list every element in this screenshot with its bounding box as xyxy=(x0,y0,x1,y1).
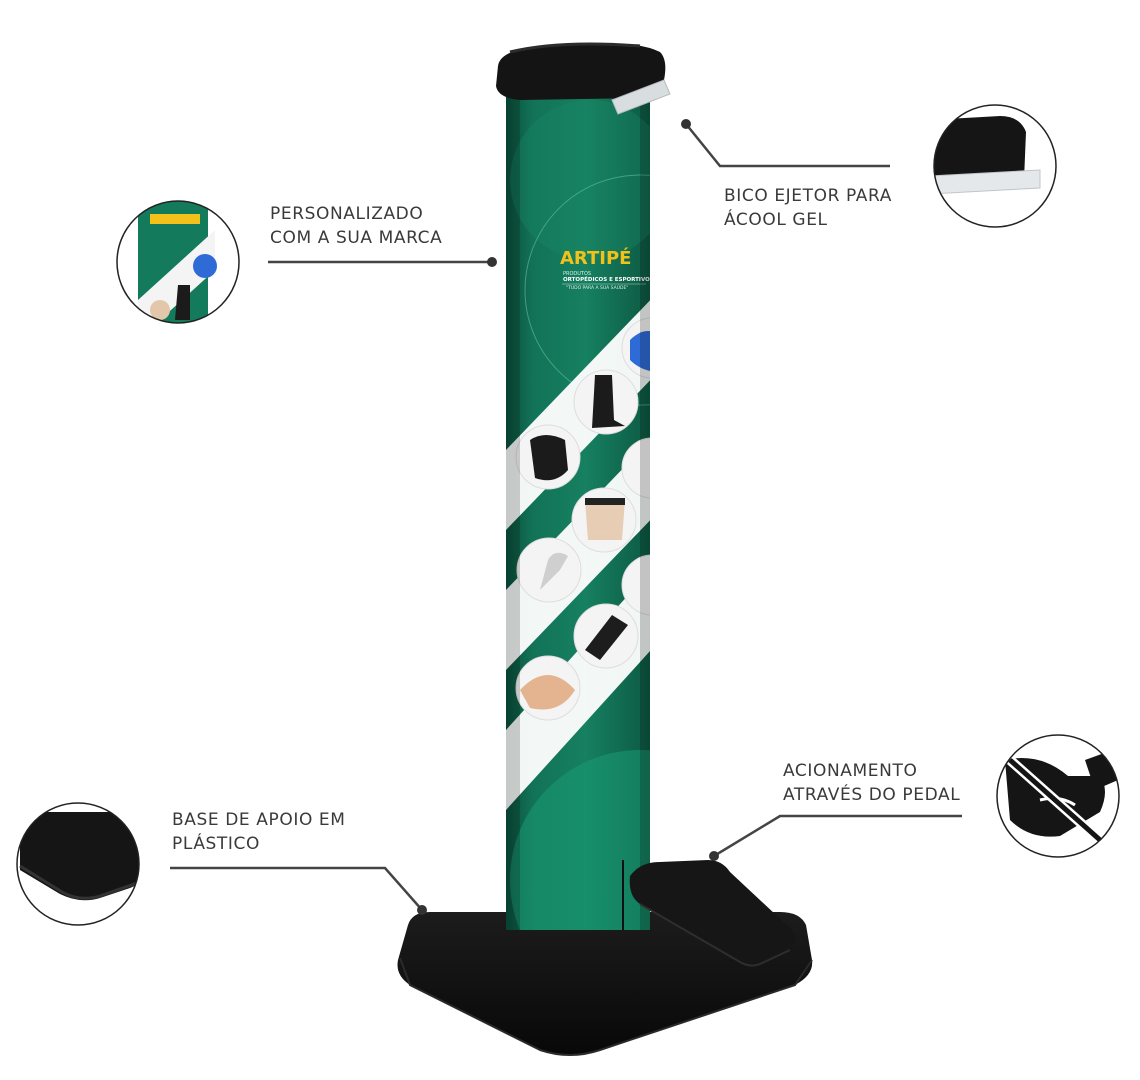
nozzle xyxy=(611,79,671,115)
detail-circle-nozzle xyxy=(933,104,1057,228)
callout-customized-line1: PERSONALIZADO xyxy=(270,204,424,224)
callout-nozzle-line1: BICO EJETOR PARA xyxy=(724,186,892,206)
leader-line-base xyxy=(170,866,423,911)
leader-line-nozzle xyxy=(685,123,890,168)
callout-pedal: ACIONAMENTO ATRAVÉS DO PEDAL xyxy=(783,759,960,807)
dispenser-column: ARTIPÉ PRODUTOS ORTOPÉDICOS E ESPORTIVOS… xyxy=(506,90,654,930)
callout-customized: PERSONALIZADO COM A SUA MARCA xyxy=(270,202,442,250)
banner-line1: PRODUTOS xyxy=(563,271,591,277)
detail-circle-base xyxy=(16,802,140,926)
callout-base: BASE DE APOIO EM PLÁSTICO xyxy=(172,808,346,856)
callout-base-line2: PLÁSTICO xyxy=(172,834,260,854)
callout-pedal-line1: ACIONAMENTO xyxy=(783,761,918,781)
callout-pedal-line2: ATRAVÉS DO PEDAL xyxy=(783,785,961,805)
foot-pedal xyxy=(629,860,796,967)
no-hands-icon xyxy=(996,734,1120,858)
callout-base-line1: BASE DE APOIO EM xyxy=(172,810,346,830)
banner-slogan: "TUDO PARA A SUA SAÚDE" xyxy=(566,284,628,291)
leader-dots xyxy=(417,119,719,915)
leader-lines xyxy=(170,123,962,911)
callout-customized-line2: COM A SUA MARCA xyxy=(270,228,443,248)
banner-brand: ARTIPÉ xyxy=(560,247,631,269)
banner-line2: ORTOPÉDICOS E ESPORTIVOS xyxy=(563,275,654,283)
plastic-base xyxy=(397,912,813,1056)
leader-line-pedal xyxy=(713,814,962,858)
detail-circle-custom xyxy=(116,200,240,324)
callout-nozzle: BICO EJETOR PARA ÁCOOL GEL xyxy=(724,184,892,232)
callout-nozzle-line2: ÁCOOL GEL xyxy=(724,210,828,230)
top-cap xyxy=(496,42,666,100)
